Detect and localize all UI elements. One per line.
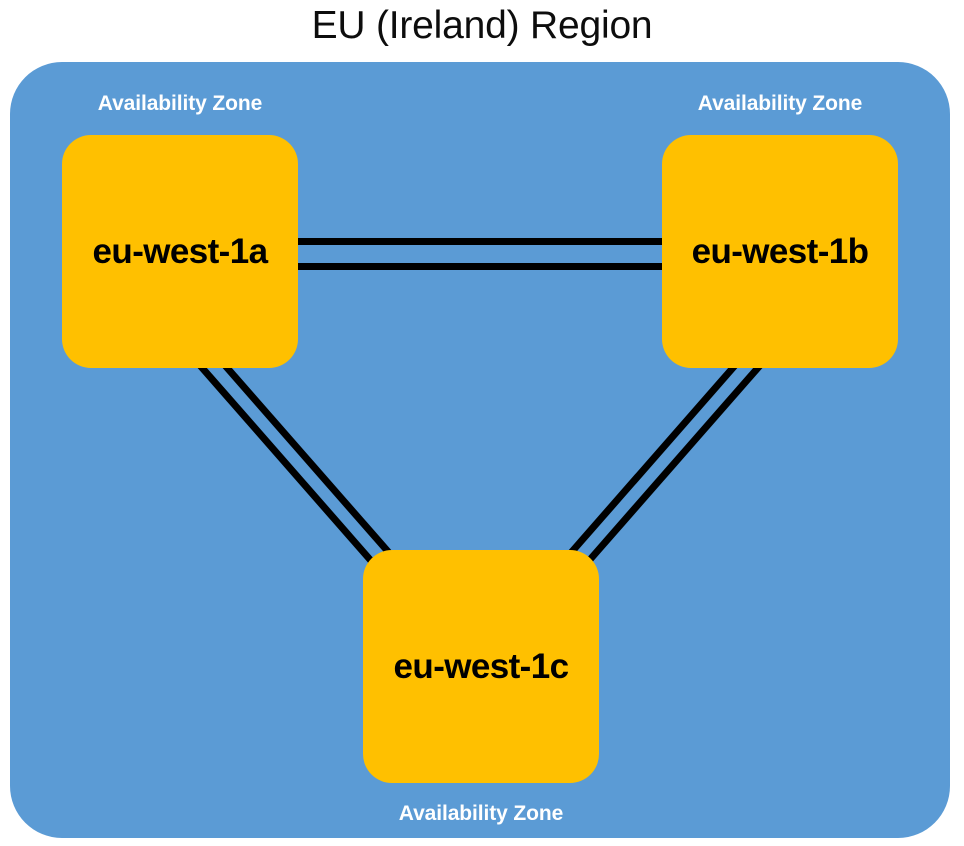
az-box-a[interactable]: eu-west-1a: [62, 135, 298, 368]
page-title: EU (Ireland) Region: [311, 4, 653, 47]
availability-zone-b: Availability Zone eu-west-1b: [662, 92, 898, 368]
az-name-c: eu-west-1c: [393, 646, 570, 686]
availability-zone-c: eu-west-1c Availability Zone: [363, 550, 599, 826]
az-name-b: eu-west-1b: [691, 231, 869, 271]
az-name-a: eu-west-1a: [92, 231, 269, 271]
az-box-b[interactable]: eu-west-1b: [662, 135, 898, 368]
az-caption-a: Availability Zone: [97, 92, 263, 115]
availability-zone-a: Availability Zone eu-west-1a: [62, 92, 298, 368]
az-caption-b: Availability Zone: [697, 92, 863, 115]
az-caption-c: Availability Zone: [398, 802, 564, 825]
az-box-c[interactable]: eu-west-1c: [363, 550, 599, 783]
